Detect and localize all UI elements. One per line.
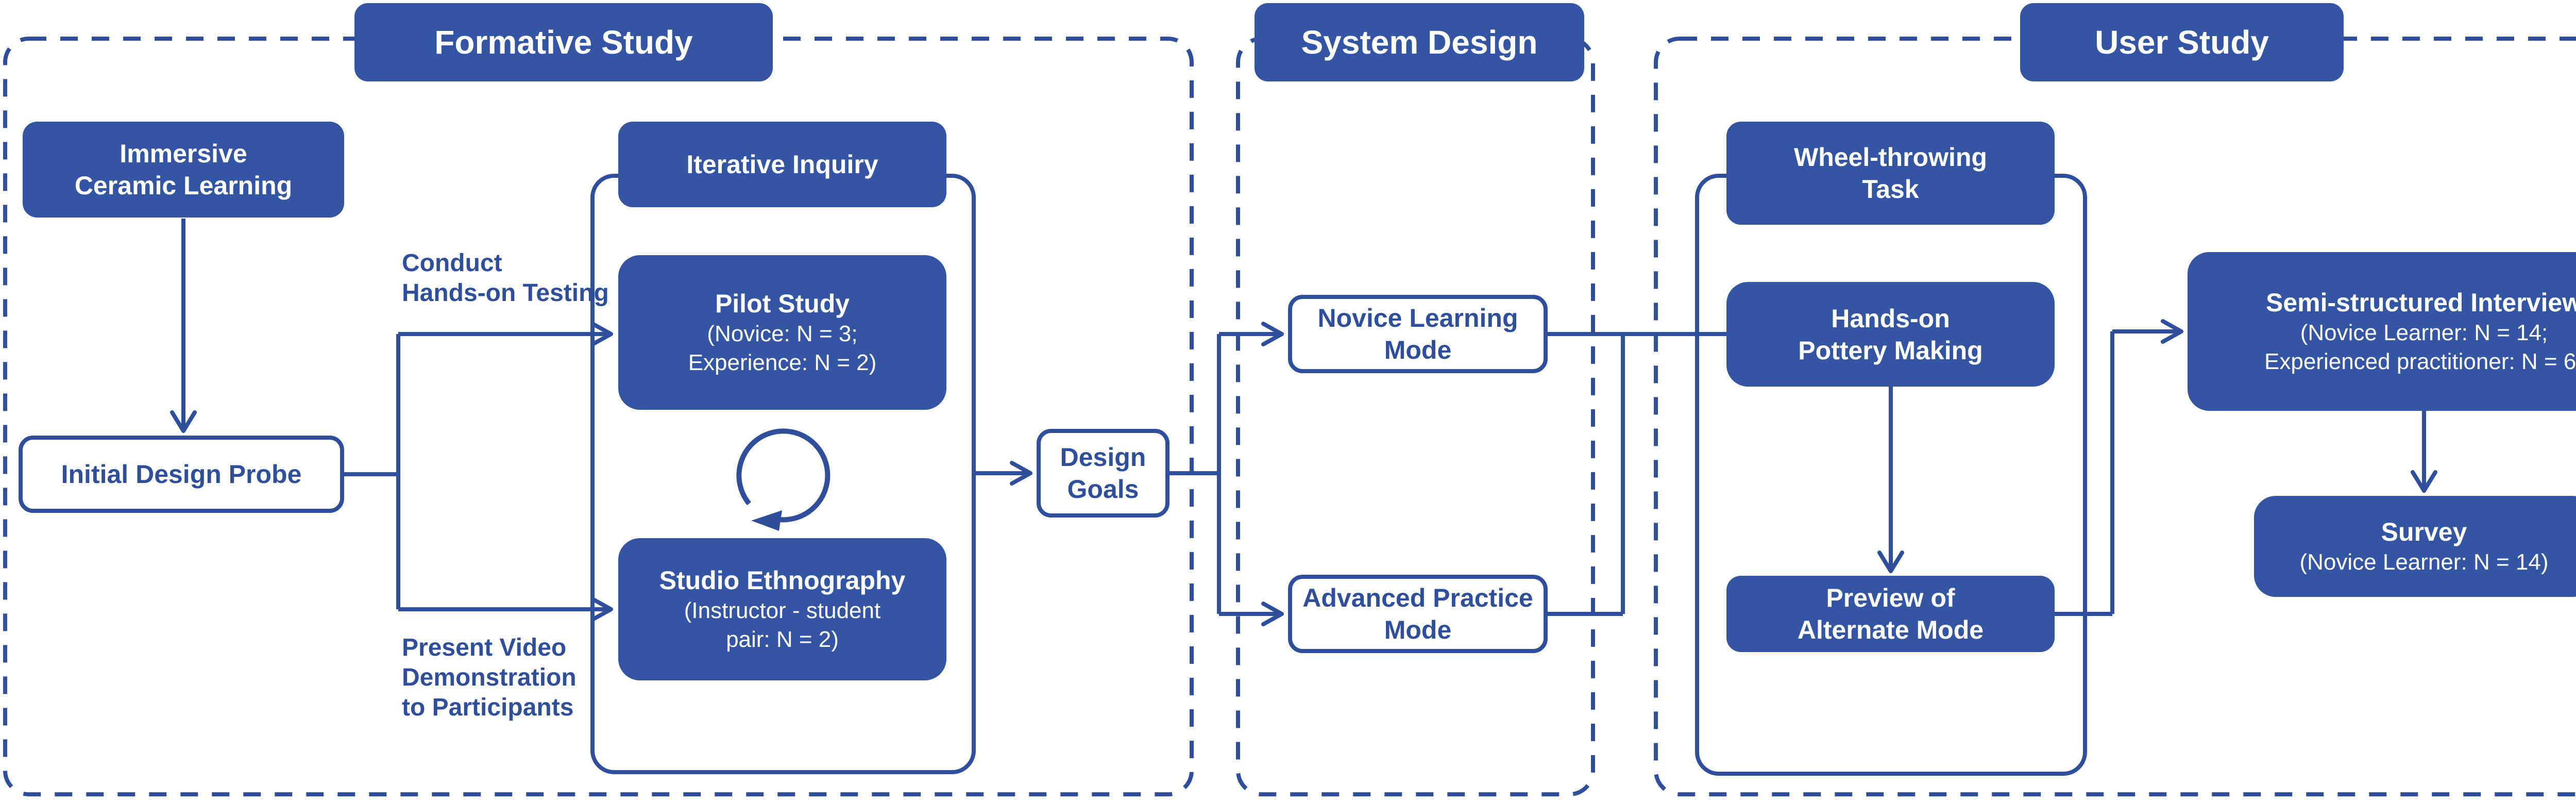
node-iterative-inquiry-header: Iterative Inquiry <box>618 122 946 207</box>
node-line: Ceramic Learning <box>74 171 293 200</box>
node-wheel-throwing-task: Wheel-throwing Task <box>1726 122 2055 225</box>
connector-probe-branch <box>344 322 613 622</box>
system-design-container <box>1236 37 1595 796</box>
connector-modes-to-hands-on <box>1548 332 1726 616</box>
label-present-video-demonstration: Present Video Demonstration to Participa… <box>402 633 577 723</box>
label-line: Demonstration <box>402 664 577 691</box>
node-preview-of-alternate-mode: Preview of Alternate Mode <box>1726 576 2055 652</box>
system-design-title: System Design <box>1301 24 1538 61</box>
arrow-iterative-to-design-goals <box>976 461 1032 486</box>
node-advanced-practice-mode: Advanced Practice Mode <box>1288 575 1548 653</box>
node-subline: (Novice Learner: N = 14; <box>2300 320 2548 345</box>
label-conduct-hands-on-testing: Conduct Hands-on Testing <box>402 248 609 308</box>
node-title: Semi-structured Interview <box>2265 288 2576 317</box>
node-line: Mode <box>1384 615 1452 644</box>
node-line: Task <box>1862 175 1919 204</box>
label-line: Present Video <box>402 634 567 661</box>
node-line: Advanced Practice <box>1302 584 1533 612</box>
node-design-goals: Design Goals <box>1037 429 1170 518</box>
arrow-immersive-to-probe <box>170 219 197 433</box>
node-pilot-study: Pilot Study (Novice: N = 3; Experience: … <box>618 255 946 410</box>
node-subline: Experienced practitioner: N = 6) <box>2264 349 2576 374</box>
node-subline: (Novice: N = 3; <box>707 321 858 346</box>
node-subline: (Instructor - student <box>684 598 881 623</box>
arrow-hands-on-to-preview <box>1877 387 1904 573</box>
node-line: Wheel-throwing <box>1794 143 1987 172</box>
node-title: Survey <box>2381 518 2467 546</box>
node-line: Preview of <box>1826 584 1955 612</box>
node-line: Hands-on <box>1831 304 1950 333</box>
node-title: Studio Ethnography <box>659 566 906 595</box>
formative-study-header: Formative Study <box>354 3 773 81</box>
node-novice-learning-mode: Novice Learning Mode <box>1288 295 1548 373</box>
label-line: to Participants <box>402 694 574 721</box>
node-line: Immersive <box>120 139 247 168</box>
node-subline: (Novice Learner: N = 14) <box>2299 549 2549 575</box>
node-line: Goals <box>1067 475 1139 504</box>
node-line: Pottery Making <box>1798 336 1983 365</box>
node-subline: pair: N = 2) <box>726 627 839 652</box>
connector-design-goals-branch <box>1170 322 1284 626</box>
connector-preview-to-interview <box>2055 319 2183 616</box>
label-line: Hands-on Testing <box>402 279 609 307</box>
formative-study-title: Formative Study <box>434 24 693 61</box>
arrow-interview-to-survey <box>2411 411 2437 493</box>
node-line: Mode <box>1384 336 1452 364</box>
node-hands-on-pottery-making: Hands-on Pottery Making <box>1726 282 2055 387</box>
node-line: Iterative Inquiry <box>686 150 878 179</box>
node-semi-structured-interview: Semi-structured Interview (Novice Learne… <box>2188 252 2576 411</box>
label-line: Conduct <box>402 249 502 277</box>
node-line: Novice Learning <box>1317 304 1518 332</box>
user-study-title: User Study <box>2095 24 2269 61</box>
node-title: Pilot Study <box>715 289 850 318</box>
node-studio-ethnography: Studio Ethnography (Instructor - student… <box>618 538 946 680</box>
node-initial-design-probe: Initial Design Probe <box>19 436 344 513</box>
system-design-header: System Design <box>1255 3 1584 81</box>
node-line: Alternate Mode <box>1797 615 1984 644</box>
node-line: Initial Design Probe <box>61 460 302 489</box>
node-subline: Experience: N = 2) <box>688 350 877 375</box>
iteration-cycle-icon <box>736 428 831 531</box>
node-survey: Survey (Novice Learner: N = 14) <box>2254 496 2576 597</box>
node-immersive-ceramic-learning: Immersive Ceramic Learning <box>23 122 344 218</box>
node-line: Design <box>1060 443 1146 472</box>
user-study-header: User Study <box>2020 3 2344 81</box>
